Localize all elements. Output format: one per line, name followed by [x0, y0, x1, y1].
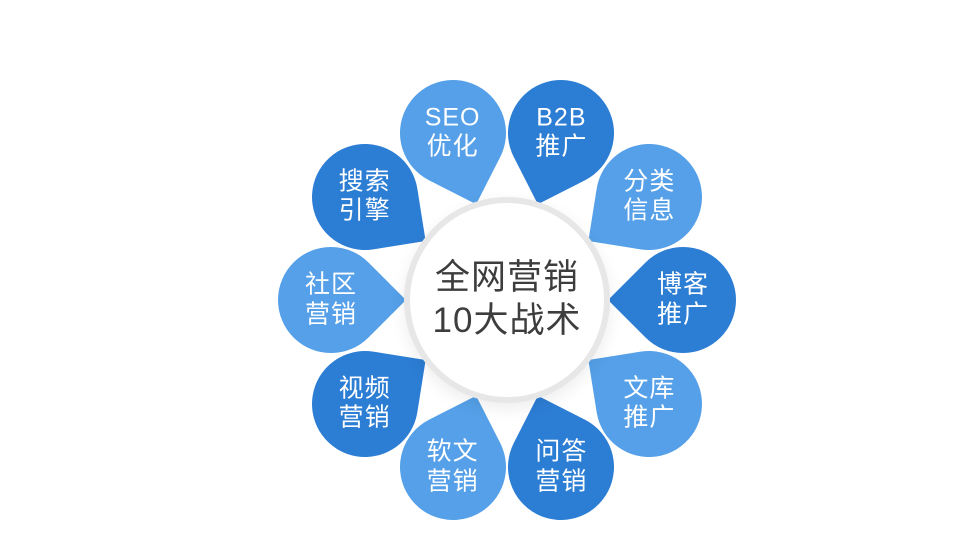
petal-label: 视频营销	[338, 374, 391, 432]
center-title-line1: 全网营销	[434, 258, 579, 298]
petal-label: 问答营销	[535, 437, 588, 496]
petal-label: 文库推广	[623, 374, 676, 432]
petal-label: 社区营销	[304, 270, 358, 329]
petal-label: 搜索引擎	[338, 167, 391, 225]
petal-label: 博客推广	[656, 270, 710, 329]
petal-label: 软文营销	[426, 437, 479, 496]
center-hub-circle: 全网营销 10大战术	[404, 197, 610, 403]
petal-label: 分类信息	[623, 167, 676, 225]
center-title: 全网营销 10大战术	[433, 257, 582, 342]
center-title-line2: 10大战术	[432, 301, 582, 340]
